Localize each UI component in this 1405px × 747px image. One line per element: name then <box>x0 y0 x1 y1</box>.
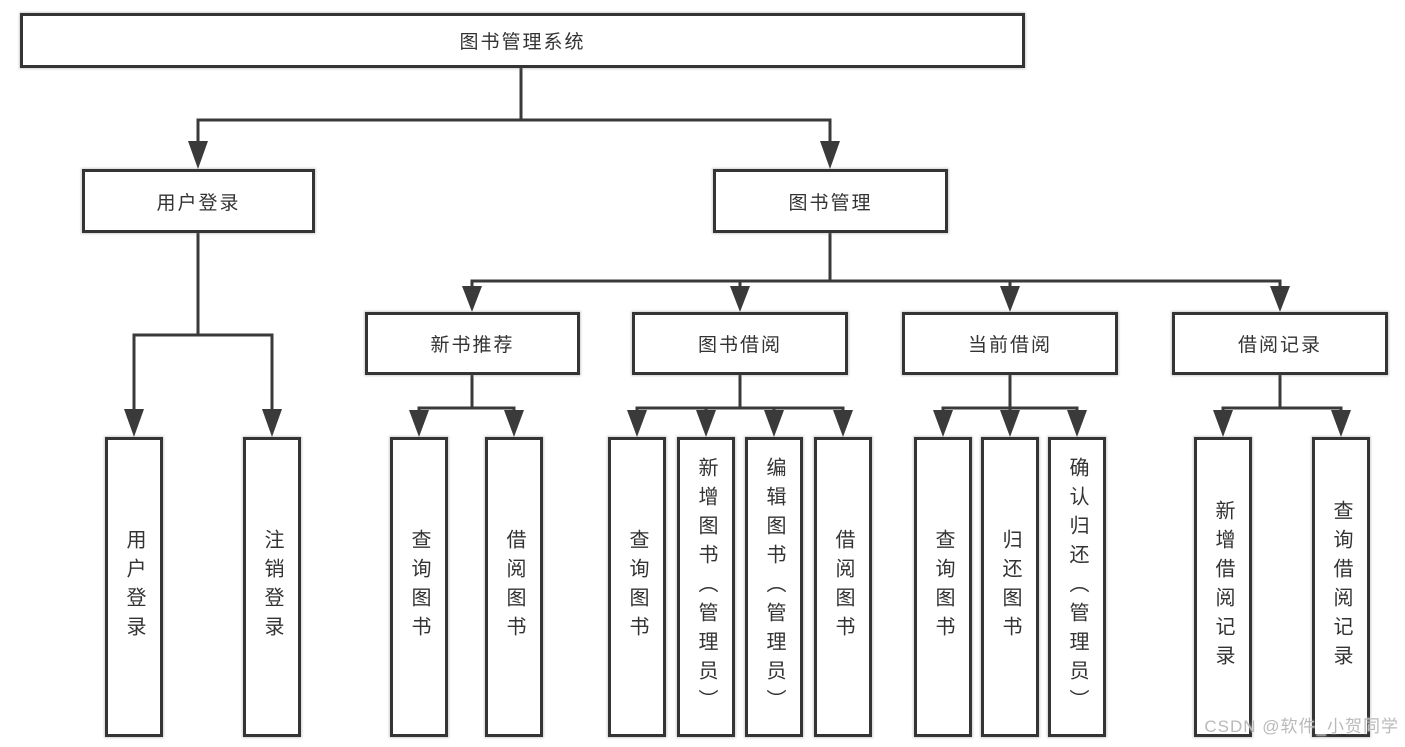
node-new-book-recommend: 新书推荐 <box>365 312 580 375</box>
leaf-edit-books-admin: 编辑图书（管理员） <box>745 437 803 737</box>
leaf-add-borrow-record: 新增借阅记录 <box>1194 437 1252 737</box>
leaf-return-books-label: 归还图书 <box>999 529 1021 645</box>
leaf-query-books-borrowing-label: 查询图书 <box>626 529 648 645</box>
leaf-add-books-admin-label: 新增图书（管理员） <box>695 456 717 718</box>
leaf-borrow-books-borrowing: 借阅图书 <box>814 437 872 737</box>
leaf-borrow-books-borrowing-label: 借阅图书 <box>832 529 854 645</box>
leaf-confirm-return-admin: 确认归还（管理员） <box>1048 437 1106 737</box>
csdn-watermark: CSDN @软件_小贺同学 <box>1204 717 1399 736</box>
arrowhead <box>1000 286 1020 312</box>
leaf-query-books-current-label: 查询图书 <box>932 529 954 645</box>
connector-records-to-leaves <box>1221 375 1343 414</box>
arrowhead <box>1000 410 1020 437</box>
leaf-edit-books-admin-label: 编辑图书（管理员） <box>763 456 785 718</box>
arrowhead <box>462 286 482 312</box>
node-root-system: 图书管理系统 <box>20 13 1025 68</box>
leaf-user-login: 用户登录 <box>105 437 163 737</box>
arrowhead <box>504 410 524 437</box>
leaf-user-login-label: 用户登录 <box>123 529 145 645</box>
node-book-management-label: 图书管理 <box>788 192 873 214</box>
node-root-system-label: 图书管理系统 <box>459 32 586 53</box>
arrowhead <box>833 410 853 437</box>
arrowhead <box>764 410 784 437</box>
leaf-query-borrow-record: 查询借阅记录 <box>1312 437 1370 737</box>
arrowhead <box>820 141 840 169</box>
arrowhead <box>409 410 429 437</box>
arrowhead <box>696 410 716 437</box>
arrowhead <box>933 410 953 437</box>
leaf-return-books: 归还图书 <box>981 437 1039 737</box>
node-new-book-recommend-label: 新书推荐 <box>430 335 515 356</box>
node-book-management: 图书管理 <box>713 169 948 233</box>
leaf-add-books-admin: 新增图书（管理员） <box>677 437 735 737</box>
node-borrowing-records-label: 借阅记录 <box>1237 335 1322 356</box>
leaf-add-borrow-record-label: 新增借阅记录 <box>1212 500 1234 674</box>
arrowhead <box>124 409 144 437</box>
node-borrowing-records: 借阅记录 <box>1172 312 1388 375</box>
connector-login-to-leaves <box>132 233 274 414</box>
node-current-borrowing-label: 当前借阅 <box>967 335 1052 356</box>
leaf-query-books-recommend: 查询图书 <box>390 437 448 737</box>
connector-borrowing-to-leaves <box>635 375 845 414</box>
leaf-borrow-books-recommend-label: 借阅图书 <box>503 529 525 645</box>
arrowhead <box>188 141 208 169</box>
node-book-borrowing-label: 图书借阅 <box>697 335 782 356</box>
leaf-query-books-recommend-label: 查询图书 <box>408 529 430 645</box>
arrowhead <box>627 410 647 437</box>
node-user-login: 用户登录 <box>82 169 315 233</box>
leaf-logout: 注销登录 <box>243 437 301 737</box>
node-book-borrowing: 图书借阅 <box>632 312 848 375</box>
connector-mgmt-to-level3 <box>470 233 1282 290</box>
connector-recommend-to-leaves <box>417 375 516 414</box>
leaf-logout-label: 注销登录 <box>261 529 283 645</box>
arrowhead <box>262 409 282 437</box>
node-user-login-label: 用户登录 <box>156 192 241 214</box>
connector-root-to-level2 <box>196 68 832 146</box>
leaf-borrow-books-recommend: 借阅图书 <box>485 437 543 737</box>
leaf-confirm-return-admin-label: 确认归还（管理员） <box>1066 456 1088 718</box>
leaf-query-books-borrowing: 查询图书 <box>608 437 666 737</box>
connector-current-to-leaves <box>941 375 1079 414</box>
arrowhead <box>1067 410 1087 437</box>
arrowhead <box>1213 410 1233 437</box>
leaf-query-borrow-record-label: 查询借阅记录 <box>1330 500 1352 674</box>
node-current-borrowing: 当前借阅 <box>902 312 1118 375</box>
arrowhead <box>1331 410 1351 437</box>
arrowhead <box>730 286 750 312</box>
leaf-query-books-current: 查询图书 <box>914 437 972 737</box>
arrowhead <box>1270 286 1290 312</box>
